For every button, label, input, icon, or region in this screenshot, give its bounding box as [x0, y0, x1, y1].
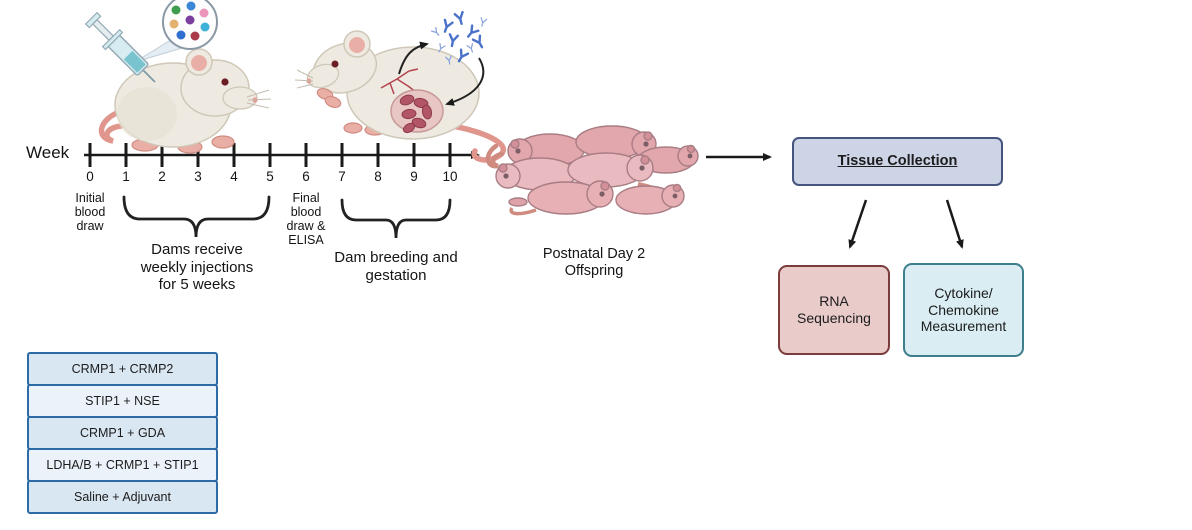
injections-brace [122, 195, 271, 238]
tick-label-0: 0 [86, 169, 94, 184]
tick-label-9: 9 [410, 169, 418, 184]
legend-row-crmp1-gda: CRMP1 + GDA [27, 416, 218, 450]
tick-label-3: 3 [194, 169, 202, 184]
legend-row-crmp1-crmp2: CRMP1 + CRMP2 [27, 352, 218, 386]
rna-sequencing-box: RNA Sequencing [778, 265, 890, 355]
tick-label-5: 5 [266, 169, 274, 184]
antibody-cluster-icon [430, 10, 488, 65]
arrow-to-rna [848, 199, 868, 249]
breeding-phase-label: Dam breeding and gestation [334, 249, 458, 284]
mouse-eye [331, 60, 339, 68]
syringe-icon [84, 11, 156, 83]
final-blood-draw-label: Final blood draw & ELISA [286, 191, 326, 247]
arrow-vessel-to-antibodies [398, 41, 429, 75]
tick-label-8: 8 [374, 169, 382, 184]
week-axis-label: Week [26, 143, 70, 162]
offspring-label: Postnatal Day 2 Offspring [542, 246, 646, 280]
legend-row-saline-adjuvant: Saline + Adjuvant [27, 480, 218, 514]
arrow-antibodies-to-embryos [445, 57, 485, 106]
treatment-groups-legend: CRMP1 + CRMP2 STIP1 + NSE CRMP1 + GDA LD… [27, 352, 218, 514]
antigen-dots [169, 1, 210, 41]
legend-row-ldhab-crmp1-stip1: LDHA/B + CRMP1 + STIP1 [27, 448, 218, 482]
initial-blood-draw-label: Initial blood draw [74, 191, 106, 233]
rat-pup-litter-icon [485, 125, 699, 216]
breeding-brace [340, 198, 452, 239]
tissue-collection-box: Tissue Collection [792, 137, 1003, 186]
pup-shapes [495, 125, 699, 216]
mouse-tail [98, 109, 124, 144]
tick-label-7: 7 [338, 169, 346, 184]
tick-label-6: 6 [302, 169, 310, 184]
tick-label-10: 10 [442, 169, 458, 184]
injections-phase-label: Dams receive weekly injections for 5 wee… [140, 241, 254, 294]
pregnant-mouse-icon [294, 10, 506, 163]
legend-row-stip1-nse: STIP1 + NSE [27, 384, 218, 418]
cytokine-measurement-box: Cytokine/ Chemokine Measurement [903, 263, 1024, 357]
tissue-collection-label: Tissue Collection [837, 152, 958, 169]
embryos [399, 94, 433, 134]
tick-label-2: 2 [158, 169, 166, 184]
mouse-eye [221, 78, 229, 86]
mouse-with-syringe-icon [84, 0, 272, 154]
arrow-to-cytokine [945, 199, 964, 249]
tick-label-4: 4 [230, 169, 238, 184]
blood-vessels [380, 68, 419, 95]
tick-label-1: 1 [122, 169, 130, 184]
timeline-ticks [88, 143, 452, 167]
